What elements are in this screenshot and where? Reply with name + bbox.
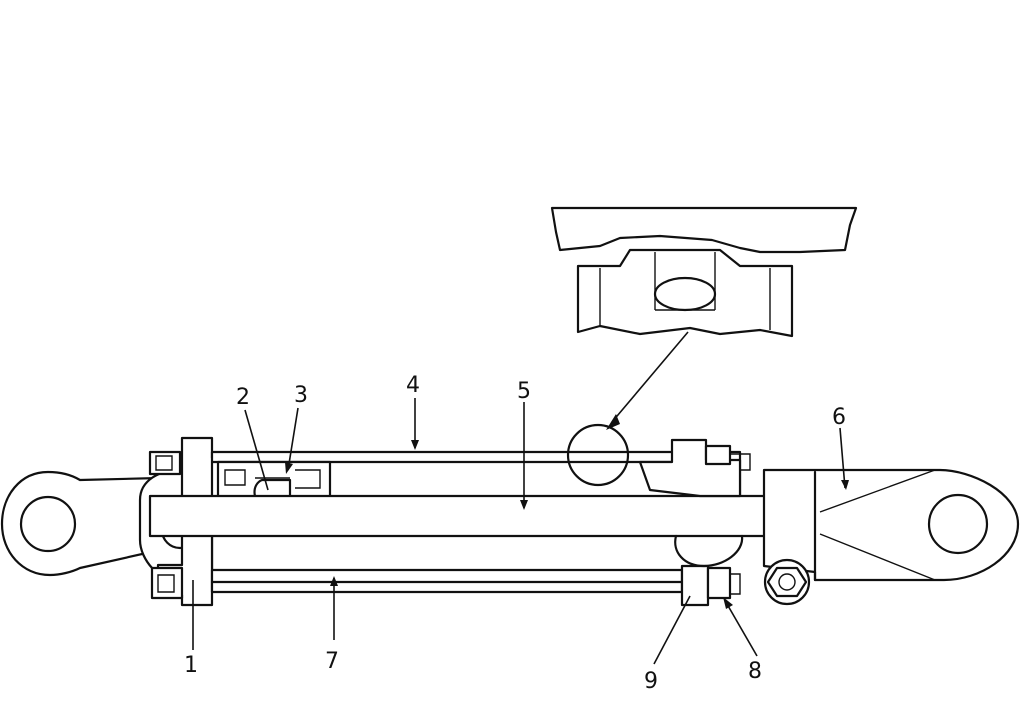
right-nut-top	[704, 444, 732, 466]
inset-block	[576, 248, 794, 338]
callout-7: 7	[325, 649, 339, 674]
right-clevis	[762, 468, 1020, 606]
right-lower-block	[680, 564, 710, 607]
callout-8: 8	[748, 659, 762, 684]
callout-5: 5	[517, 379, 531, 404]
right-eye-hole	[927, 493, 989, 555]
left-clevis-body	[0, 470, 162, 577]
callout-9: 9	[644, 669, 658, 694]
leader-lines	[192, 398, 849, 665]
left-nut-bottom	[150, 566, 184, 600]
clamp-bolt-nut	[766, 566, 808, 598]
callout-2: 2	[236, 385, 250, 410]
clamp-bolt	[763, 558, 811, 606]
callout-6: 6	[832, 405, 846, 430]
right-pivot	[674, 534, 744, 568]
left-eye-hole	[19, 495, 77, 553]
callout-4: 4	[406, 373, 420, 398]
piston-rod	[148, 494, 772, 538]
cylinder-assembly	[138, 423, 772, 607]
inset-seal	[653, 276, 717, 312]
detail-inset	[550, 206, 858, 430]
seal-detail-circle	[566, 423, 630, 487]
left-clevis	[0, 470, 162, 577]
callout-labels: 1 2 3 4 5 6 7 8 9	[184, 373, 846, 694]
inset-top-plate	[550, 206, 858, 254]
inset-leader	[611, 331, 689, 423]
right-nut-bottom	[706, 566, 732, 600]
callout-3: 3	[294, 383, 308, 408]
callout-1: 1	[184, 653, 198, 678]
